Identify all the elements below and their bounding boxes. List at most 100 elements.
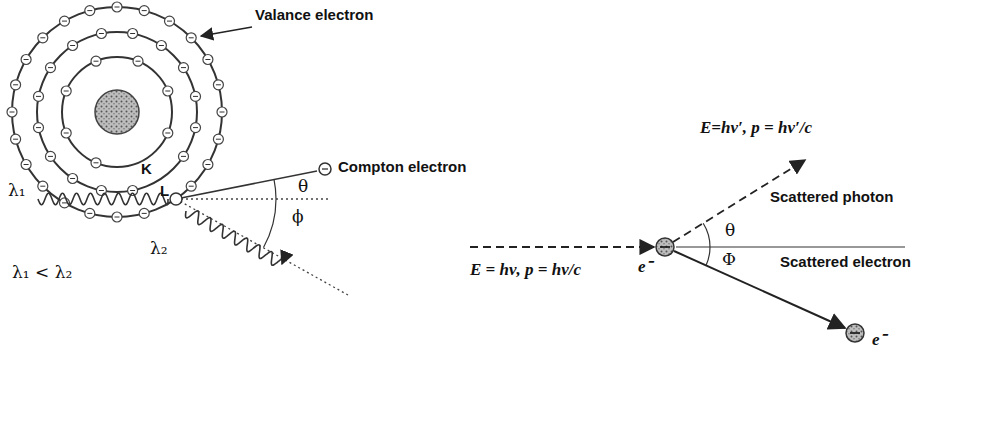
shell-electron <box>11 80 21 90</box>
shell-electron <box>91 56 101 66</box>
callout-label: Scattered photon <box>770 188 893 206</box>
minus-sign <box>850 332 860 334</box>
shell-electron <box>34 123 44 133</box>
particle-label: e⁻ <box>638 257 652 277</box>
collision-point <box>170 193 182 205</box>
electron-circle <box>96 29 106 39</box>
l-shell <box>37 32 197 192</box>
minus-sign <box>10 112 15 113</box>
electron-circle <box>213 80 223 90</box>
minus-sign <box>115 217 120 218</box>
electron-circle <box>38 33 48 43</box>
electron <box>656 238 674 256</box>
formula-label: E=hν′, p = hν′/c <box>700 118 812 138</box>
electron-circle <box>186 33 196 43</box>
electron-circle <box>11 80 21 90</box>
minus-sign <box>130 33 135 34</box>
shell-electron <box>156 41 166 51</box>
minus-sign <box>189 37 194 38</box>
minus-sign <box>142 10 147 11</box>
minus-sign <box>70 178 75 179</box>
minus-sign <box>181 67 186 68</box>
shell-electron <box>163 86 173 96</box>
minus-sign <box>130 190 135 191</box>
minus-sign <box>159 45 164 46</box>
electron-circle <box>61 128 71 138</box>
electron-circle <box>34 123 44 133</box>
shell-electron <box>191 123 201 133</box>
minus-sign <box>165 91 170 92</box>
electron-circle <box>133 56 143 66</box>
electron-circle <box>34 91 44 101</box>
shell-electron <box>139 6 149 16</box>
electron-circle <box>213 134 223 144</box>
minus-sign <box>193 127 198 128</box>
shell-electron <box>68 41 78 51</box>
minus-sign <box>24 59 29 60</box>
minus-sign <box>62 21 67 22</box>
shell-electron <box>179 63 189 73</box>
angle-arc <box>264 199 277 248</box>
electron-circle <box>11 134 21 144</box>
shell-electron <box>112 2 122 12</box>
minus-sign <box>70 45 75 46</box>
electron-circle <box>68 41 78 51</box>
electron-circle <box>186 181 196 191</box>
compton-electron <box>319 163 331 175</box>
angle-label: θ <box>725 220 735 240</box>
minus-sign <box>64 133 69 134</box>
electron-circle <box>203 55 213 65</box>
electron-circle <box>46 151 56 161</box>
minus-sign <box>13 84 18 85</box>
callout-label: Compton electron <box>338 158 466 176</box>
electron-circle <box>191 123 201 133</box>
electron-circle <box>163 128 173 138</box>
shell-electron <box>46 151 56 161</box>
minus-sign <box>205 164 210 165</box>
shell-electron <box>85 208 95 218</box>
shell-electron <box>186 181 196 191</box>
shell-electron <box>112 212 122 222</box>
angle-label: θ <box>298 176 308 196</box>
angle-arc <box>274 179 276 199</box>
shell-electron <box>21 160 31 170</box>
shell-electron <box>61 86 71 96</box>
minus-sign <box>13 139 18 140</box>
minus-sign <box>205 59 210 60</box>
minus-sign <box>62 202 67 203</box>
callout-label: Scattered electron <box>780 253 911 271</box>
electron-circle <box>21 160 31 170</box>
shell-electron <box>46 63 56 73</box>
shell-electron <box>38 181 48 191</box>
angle-arc <box>703 223 710 247</box>
electron-circle <box>139 6 149 16</box>
shell-electron <box>85 6 95 16</box>
shell-electron <box>165 16 175 26</box>
photon-wave <box>38 193 168 205</box>
electron-circle <box>128 29 138 39</box>
shell-electron <box>213 134 223 144</box>
minus-sign <box>167 21 172 22</box>
atom <box>7 2 227 222</box>
shell-electron <box>96 29 106 39</box>
shell-electrons <box>7 2 227 222</box>
shell-electron <box>163 128 173 138</box>
electron-circle <box>46 63 56 73</box>
minus-sign <box>87 10 92 11</box>
relation-label: λ₁ < λ₂ <box>12 262 72 282</box>
shell-electron <box>7 107 17 117</box>
shell-electron <box>128 29 138 39</box>
shell-electron <box>191 91 201 101</box>
minus-sign <box>40 37 45 38</box>
shell-electron <box>34 91 44 101</box>
electron-circle <box>38 181 48 191</box>
minus-sign <box>36 127 41 128</box>
minus-sign <box>193 96 198 97</box>
shell-label: L <box>160 182 169 200</box>
incident-photon <box>470 246 654 248</box>
shell-electron <box>133 56 143 66</box>
minus-sign <box>136 61 141 62</box>
electron-circle <box>191 91 201 101</box>
minus-sign <box>165 133 170 134</box>
